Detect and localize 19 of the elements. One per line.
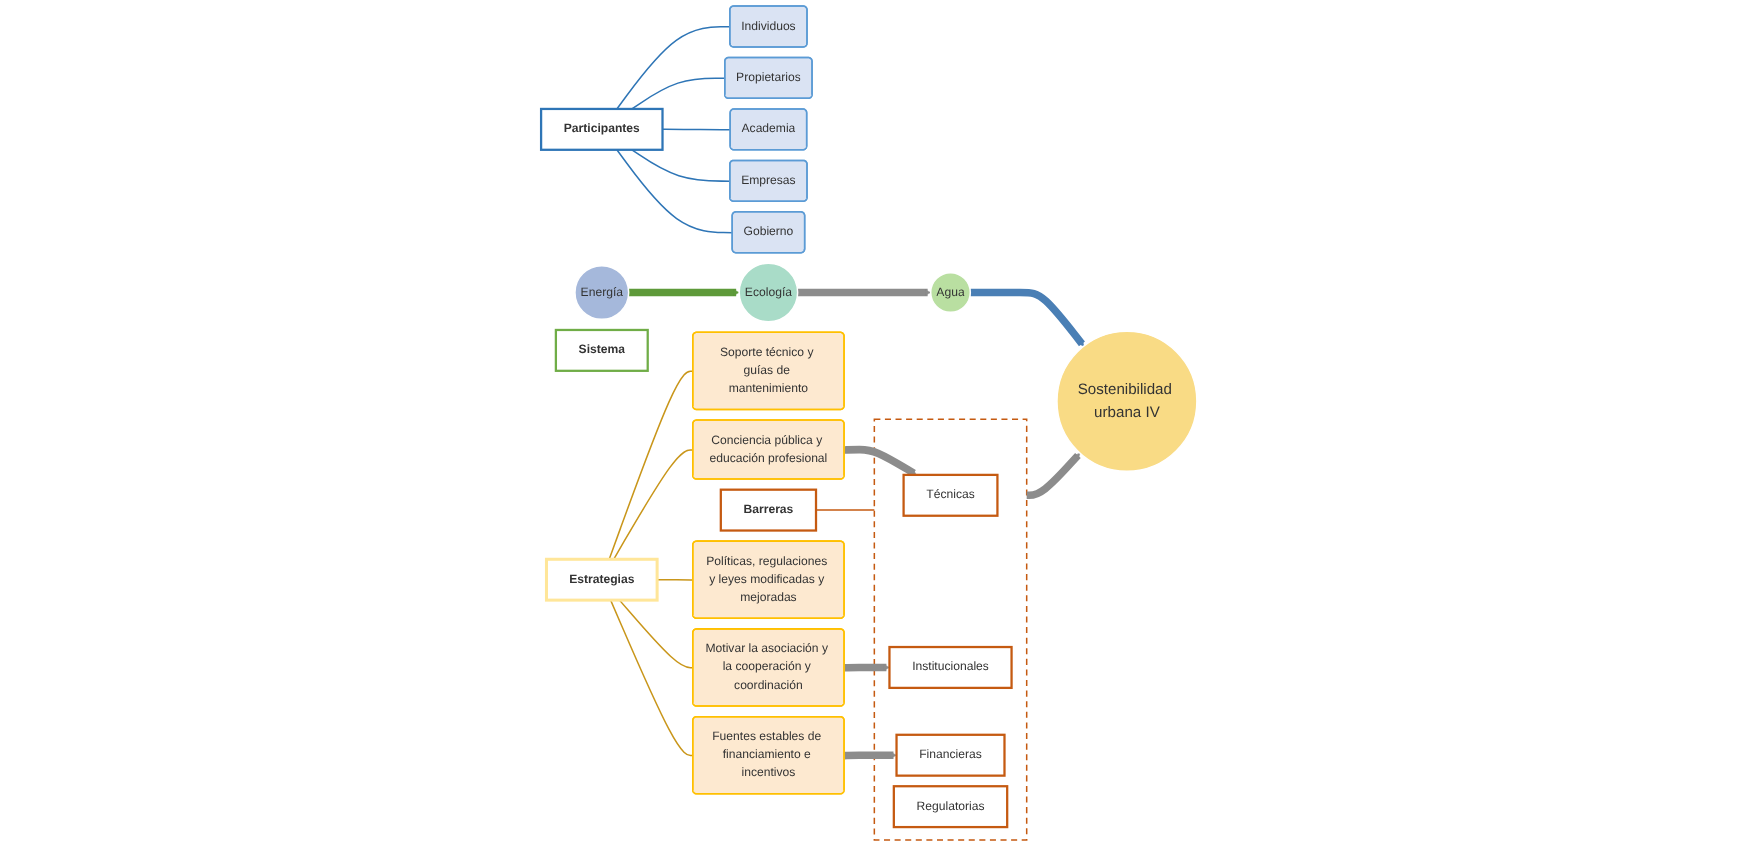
arrow (843, 445, 917, 477)
connector (609, 599, 694, 757)
connector (656, 578, 694, 581)
arrow (628, 288, 740, 297)
arrow (797, 288, 931, 297)
arrow (1025, 452, 1081, 500)
connector (618, 599, 694, 669)
connector (616, 149, 734, 234)
connector (616, 26, 731, 110)
connector (608, 370, 694, 561)
arrow (843, 663, 890, 672)
connector (631, 77, 726, 110)
cluster (873, 418, 1028, 841)
connector (815, 509, 876, 511)
arrow (970, 288, 1085, 347)
connector (631, 149, 731, 182)
connector (612, 449, 694, 561)
arrow (843, 751, 897, 760)
connector (661, 128, 732, 131)
